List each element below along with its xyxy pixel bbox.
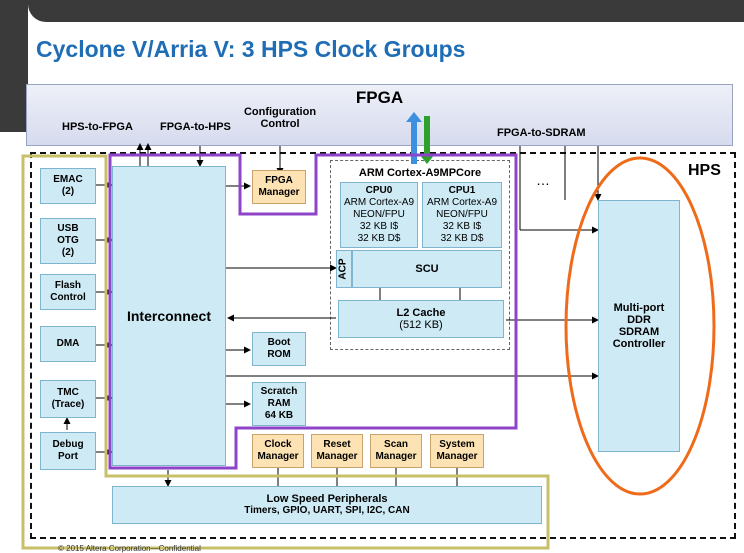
cpu1-block: CPU1 ARM Cortex-A9 NEON/FPU 32 KB I$ 32 … [422,182,502,248]
emac-block: EMAC(2) [40,168,96,204]
l2-cache-label: L2 Cache [396,307,446,319]
blue-arrow-head [406,112,422,122]
fpga-to-sdram-label: FPGA-to-SDRAM [497,127,586,139]
trace-label: (Trace) [51,399,85,410]
boot-label: Boot [267,337,291,348]
rom-label: ROM [267,349,291,360]
fpga-manager-line1: FPGA [265,175,293,186]
sdram-line3: SDRAM [618,326,660,338]
flash-label: Flash [54,280,82,291]
emac-label: EMAC [53,174,83,185]
footer-copyright: © 2015 Altera Corporation—Confidential [58,544,201,553]
cpu1-icache: 32 KB I$ [442,221,482,232]
sdram-line2: DDR [627,314,651,326]
port-label: Port [57,451,78,462]
ellipsis-text: … [536,172,550,188]
debug-label: Debug [52,439,84,450]
sdram-line4: Controller [612,338,666,350]
blue-arrow-shaft [411,120,417,164]
scan-manager-line2: Manager [375,451,417,462]
cpu0-icache: 32 KB I$ [359,221,399,232]
green-arrow-shaft [424,116,430,156]
cpu1-fpu: NEON/FPU [436,209,488,220]
dma-label: DMA [56,338,80,349]
scu-label: SCU [415,263,439,275]
l2-cache-block: L2 Cache(512 KB) [338,300,504,338]
header-side-band [0,0,28,132]
acp-block: ACP [336,250,352,288]
scan-manager-line1: Scan [384,439,408,450]
cpu0-block: CPU0 ARM Cortex-A9 NEON/FPU 32 KB I$ 32 … [340,182,418,248]
fpga-to-hps-label: FPGA-to-HPS [160,121,231,133]
cpu0-dcache: 32 KB D$ [357,233,401,244]
tmc-block: TMC(Trace) [40,380,96,418]
clock-group-purple-outline [108,153,518,470]
system-manager-line2: Manager [436,451,478,462]
l2-cache-size: (512 KB) [399,319,443,331]
hps-region [30,152,736,539]
cpu1-core: ARM Cortex-A9 [426,197,497,208]
cpu0-fpu: NEON/FPU [353,209,405,220]
cpu0-core: ARM Cortex-A9 [343,197,414,208]
clock-group-orange-outline [564,156,716,496]
scu-block: SCU [352,250,502,288]
scratch-label: Scratch [260,386,298,397]
slide-title: Cyclone V/Arria V: 3 HPS Clock Groups [36,36,466,62]
clock-manager-line2: Manager [257,451,299,462]
interconnect-label: Interconnect [126,308,211,324]
usb-label: USB [57,223,79,234]
arm-core-title: ARM Cortex-A9MPCore [358,167,482,179]
dma-block: DMA [40,326,96,362]
hps-to-fpga-label: HPS-to-FPGA [62,121,133,133]
hps-label: HPS [688,162,721,179]
cpu1-dcache: 32 KB D$ [440,233,484,244]
fpga-region [26,84,733,146]
low-speed-list: Timers, GPIO, UART, SPI, I2C, CAN [244,505,410,516]
emac-count: (2) [61,186,75,197]
sdram-line1: Multi-port [613,302,665,314]
system-manager-line1: System [439,439,475,450]
reset-manager-line2: Manager [316,451,358,462]
clock-manager-line1: Clock [264,439,292,450]
cpu1-name: CPU1 [448,185,476,196]
ram-size-label: 64 KB [264,410,294,421]
flash-control-label: Control [50,292,86,303]
interconnect-block: Interconnect [112,166,226,466]
configuration-control-label: Configuration Control [237,106,323,130]
header-band [28,0,744,22]
usb-count: (2) [61,247,75,258]
ram-label: RAM [267,398,291,409]
tmc-label: TMC [57,387,79,398]
clock-group-yellow-outline [21,154,550,550]
cpu0-name: CPU0 [365,185,393,196]
reset-manager-line1: Reset [323,439,351,450]
configuration-label: Configuration [243,106,317,118]
otg-label: OTG [57,235,79,246]
low-speed-title: Low Speed Peripherals [266,493,388,505]
sdram-controller-block: Multi-port DDR SDRAM Controller [598,200,680,452]
fpga-title: FPGA [355,88,404,107]
control-label: Control [260,118,300,130]
fpga-manager-line2: Manager [258,187,300,198]
